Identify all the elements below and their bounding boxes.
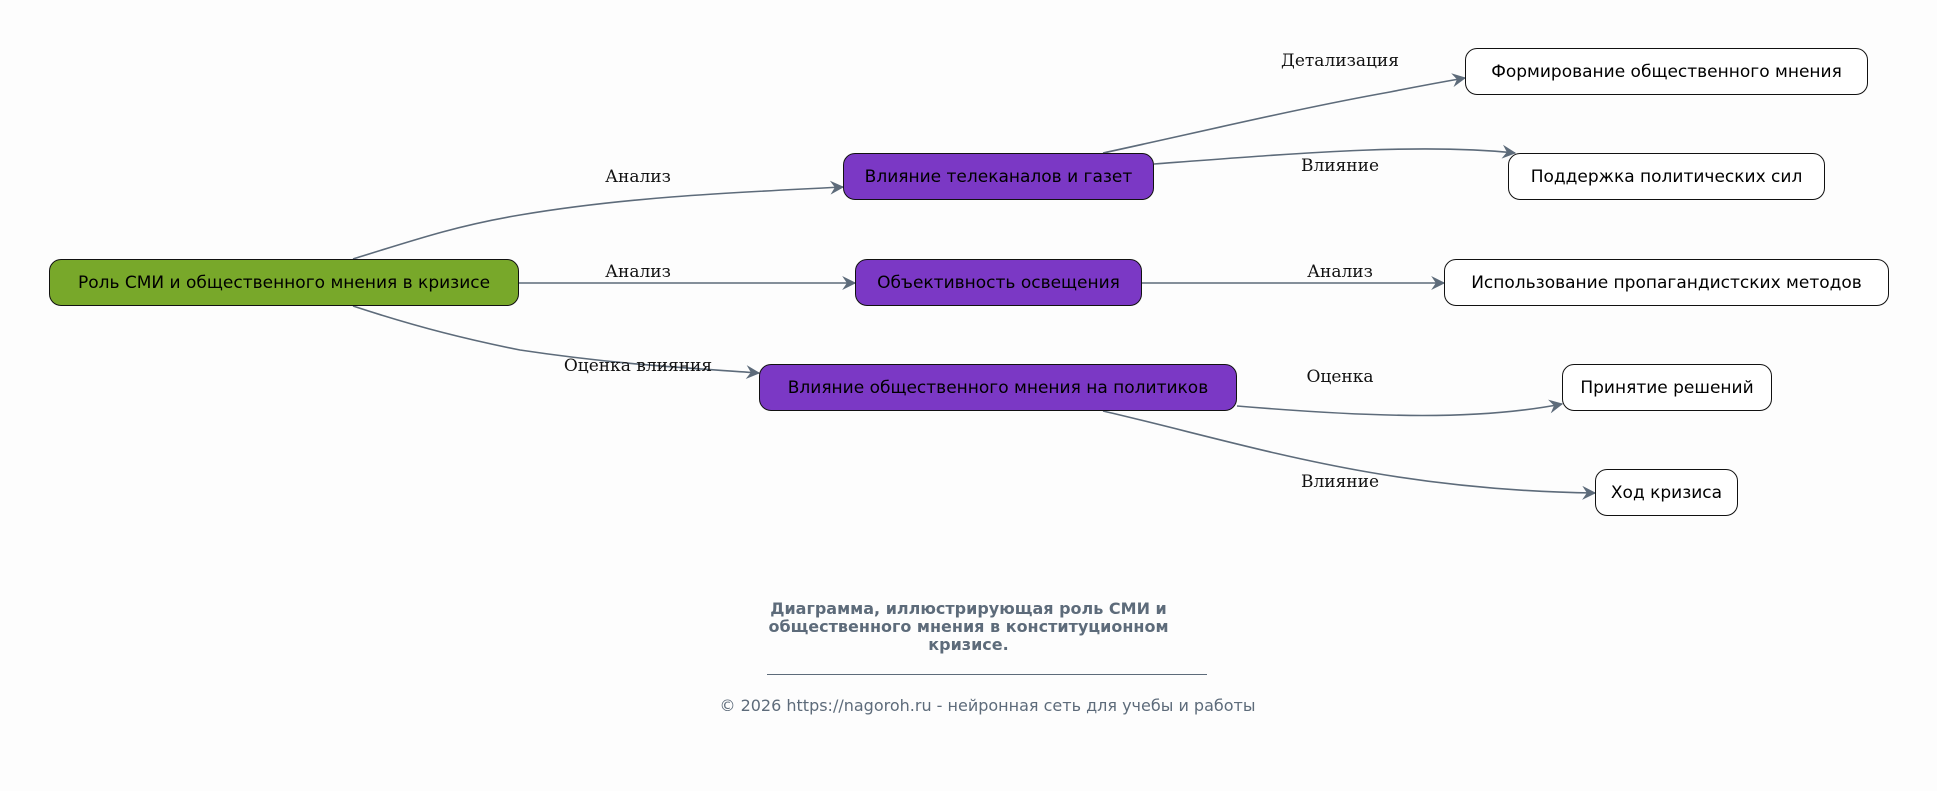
node-decisions[interactable]: Принятие решений [1562,364,1772,411]
edge-root-opinion [352,305,761,380]
edge-label-opinion-crisis: Влияние [1300,472,1380,492]
node-opinion-on-politicians[interactable]: Влияние общественного мнения на политико… [759,364,1237,411]
node-objectivity[interactable]: Объективность освещения [855,259,1142,306]
node-propaganda[interactable]: Использование пропагандистских методов [1444,259,1889,306]
edge-opinion-crisis [1102,410,1597,500]
edge-label-objectivity-propaganda: Анализ [1307,262,1373,282]
edge-label-root-objectivity: Анализ [605,262,671,282]
edge-opinion-decisions [1236,399,1564,417]
edge-root-media [352,180,845,260]
edge-label-media-support: Влияние [1300,156,1380,176]
edge-label-root-opinion: Оценка влияния [563,356,713,376]
copyright-footer: © 2026 https://nagoroh.ru - нейронная се… [719,696,1256,715]
edge-media-forming [1102,73,1467,154]
edge-label-media-forming: Детализация [1281,51,1399,71]
edge-label-opinion-decisions: Оценка [1306,367,1374,387]
node-media-influence[interactable]: Влияние телеканалов и газет [843,153,1154,200]
edge-media-support [1153,144,1517,165]
node-support-forces[interactable]: Поддержка политических сил [1508,153,1825,200]
caption-text: Диаграмма, иллюстрирующая роль СМИ и общ… [768,599,1169,654]
diagram-caption: Диаграмма, иллюстрирующая роль СМИ и общ… [0,600,1937,654]
node-root[interactable]: Роль СМИ и общественного мнения в кризис… [49,259,519,306]
caption-divider [767,674,1207,675]
node-forming-opinion[interactable]: Формирование общественного мнения [1465,48,1868,95]
node-crisis-course[interactable]: Ход кризиса [1595,469,1738,516]
edge-label-root-media: Анализ [605,167,671,187]
